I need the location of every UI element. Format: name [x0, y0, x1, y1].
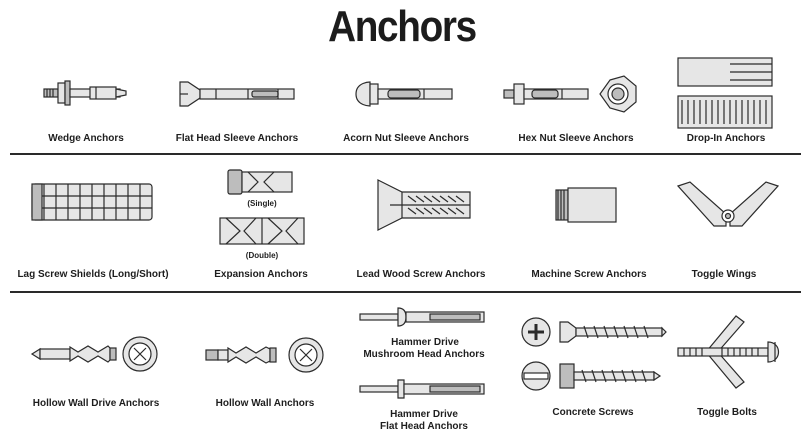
- hollow-wall-drive-anchors-label: Hollow Wall Drive Anchors: [32, 398, 160, 409]
- hex-nut-sleeve-anchors-label: Hex Nut Sleeve Anchors: [518, 133, 634, 144]
- row-divider: [10, 291, 801, 293]
- wedge-anchors-label: Wedge Anchors: [48, 133, 124, 144]
- flat-head-sleeve-anchors-label: Flat Head Sleeve Anchors: [175, 133, 299, 144]
- hex-nut-sleeve-anchor-icon: [500, 74, 644, 119]
- expansion-anchor-icon: [218, 166, 306, 255]
- hammer-drive-mushroom-line2: Mushroom Head Anchors: [363, 349, 485, 360]
- lead-wood-screw-anchors-label: Lead Wood Screw Anchors: [356, 269, 486, 280]
- drop-in-anchor-icon: [674, 56, 776, 135]
- drop-in-anchors-label: Drop-In Anchors: [686, 133, 766, 144]
- toggle-wing-icon: [676, 180, 780, 235]
- flat-head-sleeve-anchor-icon: [178, 80, 300, 113]
- double-sublabel: (Double): [245, 251, 279, 260]
- wedge-anchor-icon: [40, 78, 132, 113]
- machine-screw-anchor-icon: [554, 186, 620, 229]
- expansion-anchors-label: Expansion Anchors: [214, 269, 308, 280]
- acorn-nut-sleeve-anchor-icon: [352, 78, 456, 115]
- toggle-wings-label: Toggle Wings: [691, 269, 757, 280]
- lag-screw-shield-icon: [30, 180, 156, 229]
- hammer-drive-flat-line2: Flat Head Anchors: [380, 421, 468, 432]
- hollow-wall-anchors-label: Hollow Wall Anchors: [215, 398, 315, 409]
- hollow-wall-drive-anchor-icon: [30, 334, 162, 379]
- hammer-drive-mushroom-head-anchor-icon: [358, 306, 488, 333]
- hammer-drive-mushroom-line1: Hammer Drive: [391, 337, 459, 348]
- hollow-wall-anchor-icon: [204, 336, 328, 379]
- single-sublabel: (Single): [247, 199, 277, 208]
- hammer-drive-flat-line1: Hammer Drive: [390, 409, 458, 420]
- machine-screw-anchors-label: Machine Screw Anchors: [531, 269, 647, 280]
- concrete-screw-icon: [516, 314, 667, 401]
- lag-screw-shields-label: Lag Screw Shields (Long/Short): [17, 269, 169, 280]
- row-divider: [10, 153, 801, 155]
- acorn-nut-sleeve-anchors-label: Acorn Nut Sleeve Anchors: [343, 133, 469, 144]
- page-title: Anchors: [328, 2, 477, 51]
- concrete-screws-label: Concrete Screws: [552, 407, 634, 418]
- toggle-bolt-icon: [676, 312, 786, 397]
- toggle-bolts-label: Toggle Bolts: [697, 407, 757, 418]
- lead-wood-screw-anchor-icon: [376, 178, 474, 237]
- hammer-drive-flat-head-anchor-icon: [358, 378, 488, 405]
